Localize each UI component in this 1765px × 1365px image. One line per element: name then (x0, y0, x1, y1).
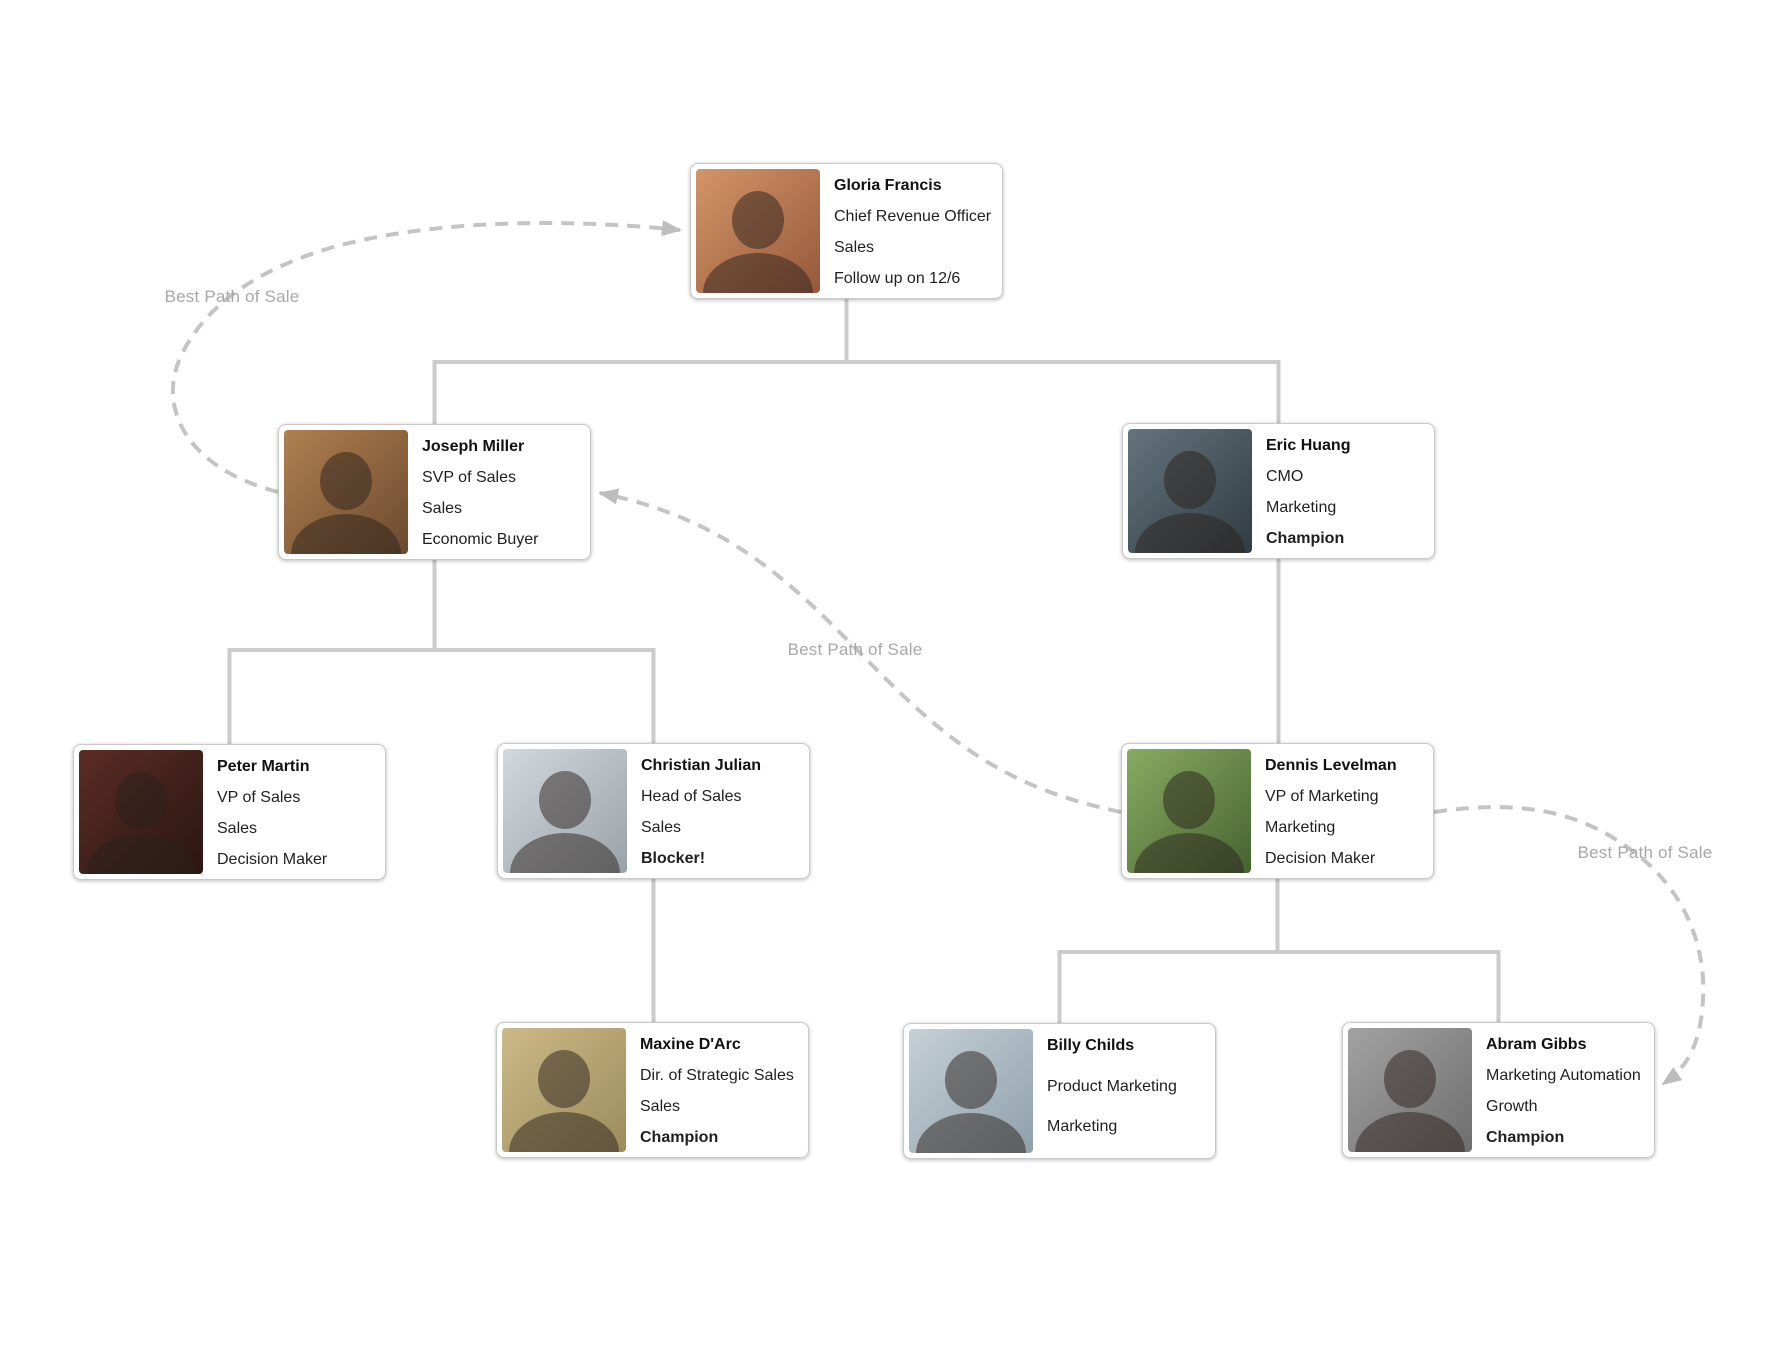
person-card-peter-martin[interactable]: Peter Martin VP of Sales Sales Decision … (73, 744, 386, 880)
person-title: VP of Marketing (1265, 788, 1379, 805)
person-title: SVP of Sales (422, 469, 516, 486)
photo-joseph-miller (284, 430, 408, 554)
person-name: Dennis Levelman (1265, 757, 1397, 774)
person-status: Blocker! (641, 850, 706, 867)
person-department: Sales (217, 820, 258, 837)
photo-dennis-levelman (1127, 749, 1251, 873)
person-card-abram-gibbs[interactable]: Abram Gibbs Marketing Automation Growth … (1342, 1022, 1655, 1158)
reporting-line-joseph-children[interactable] (227, 559, 656, 744)
person-status: Champion (1266, 530, 1345, 547)
person-title: Product Marketing (1047, 1077, 1177, 1095)
person-title: Head of Sales (641, 788, 742, 805)
best-path-dennis-to-joseph[interactable] (598, 488, 1122, 814)
person-title: CMO (1266, 468, 1304, 485)
person-department: Sales (640, 1098, 681, 1115)
person-title: Chief Revenue Officer (834, 208, 992, 225)
person-card-dennis-levelman[interactable]: Dennis Levelman VP of Marketing Marketin… (1121, 743, 1434, 879)
person-card-gloria-francis[interactable]: Gloria Francis Chief Revenue Officer Sal… (690, 163, 1003, 299)
person-name: Eric Huang (1266, 437, 1351, 454)
best-path-dennis-to-abram[interactable] (1433, 805, 1706, 1086)
person-name: Gloria Francis (834, 177, 942, 194)
person-title: Dir. of Strategic Sales (640, 1067, 794, 1084)
person-name: Maxine D'Arc (640, 1036, 741, 1053)
person-department: Marketing (1047, 1118, 1118, 1136)
best-path-joseph-to-gloria[interactable] (170, 220, 682, 494)
person-card-eric-huang[interactable]: Eric Huang CMO Marketing Champion (1122, 423, 1435, 559)
person-department: Growth (1486, 1098, 1538, 1115)
best-path-label-2: Best Path of Sale (787, 640, 923, 659)
person-status: Economic Buyer (422, 531, 539, 548)
person-department: Sales (422, 500, 463, 517)
person-name: Peter Martin (217, 758, 310, 775)
person-title: VP of Sales (217, 789, 301, 806)
person-card-billy-childs[interactable]: Billy Childs Product Marketing Marketing (903, 1023, 1216, 1159)
person-card-maxine-darc[interactable]: Maxine D'Arc Dir. of Strategic Sales Sal… (496, 1022, 809, 1158)
person-status: Champion (1486, 1129, 1565, 1146)
photo-abram-gibbs (1348, 1028, 1472, 1152)
person-name: Abram Gibbs (1486, 1036, 1587, 1053)
person-name: Billy Childs (1047, 1037, 1135, 1054)
person-card-christian-julian[interactable]: Christian Julian Head of Sales Sales Blo… (497, 743, 810, 879)
photo-christian-julian (503, 749, 627, 873)
reporting-line-gloria-children[interactable] (432, 298, 1281, 424)
reporting-line-dennis-children[interactable] (1057, 879, 1501, 1023)
person-status: Decision Maker (217, 851, 328, 868)
photo-billy-childs (909, 1029, 1033, 1153)
photo-gloria-francis (696, 169, 820, 293)
person-department: Sales (641, 819, 682, 836)
person-status: Decision Maker (1265, 850, 1376, 867)
person-name: Christian Julian (641, 757, 762, 774)
best-path-label-1: Best Path of Sale (164, 287, 300, 306)
photo-eric-huang (1128, 429, 1252, 553)
person-department: Marketing (1266, 499, 1337, 516)
person-status: Follow up on 12/6 (834, 270, 961, 287)
person-name: Joseph Miller (422, 438, 525, 455)
person-status: Champion (640, 1129, 719, 1146)
person-department: Marketing (1265, 819, 1336, 836)
person-title: Marketing Automation (1486, 1067, 1641, 1084)
person-card-joseph-miller[interactable]: Joseph Miller SVP of Sales Sales Economi… (278, 424, 591, 560)
photo-maxine-darc (502, 1028, 626, 1152)
person-department: Sales (834, 239, 875, 256)
best-path-label-3: Best Path of Sale (1577, 843, 1713, 862)
photo-peter-martin (79, 750, 203, 874)
